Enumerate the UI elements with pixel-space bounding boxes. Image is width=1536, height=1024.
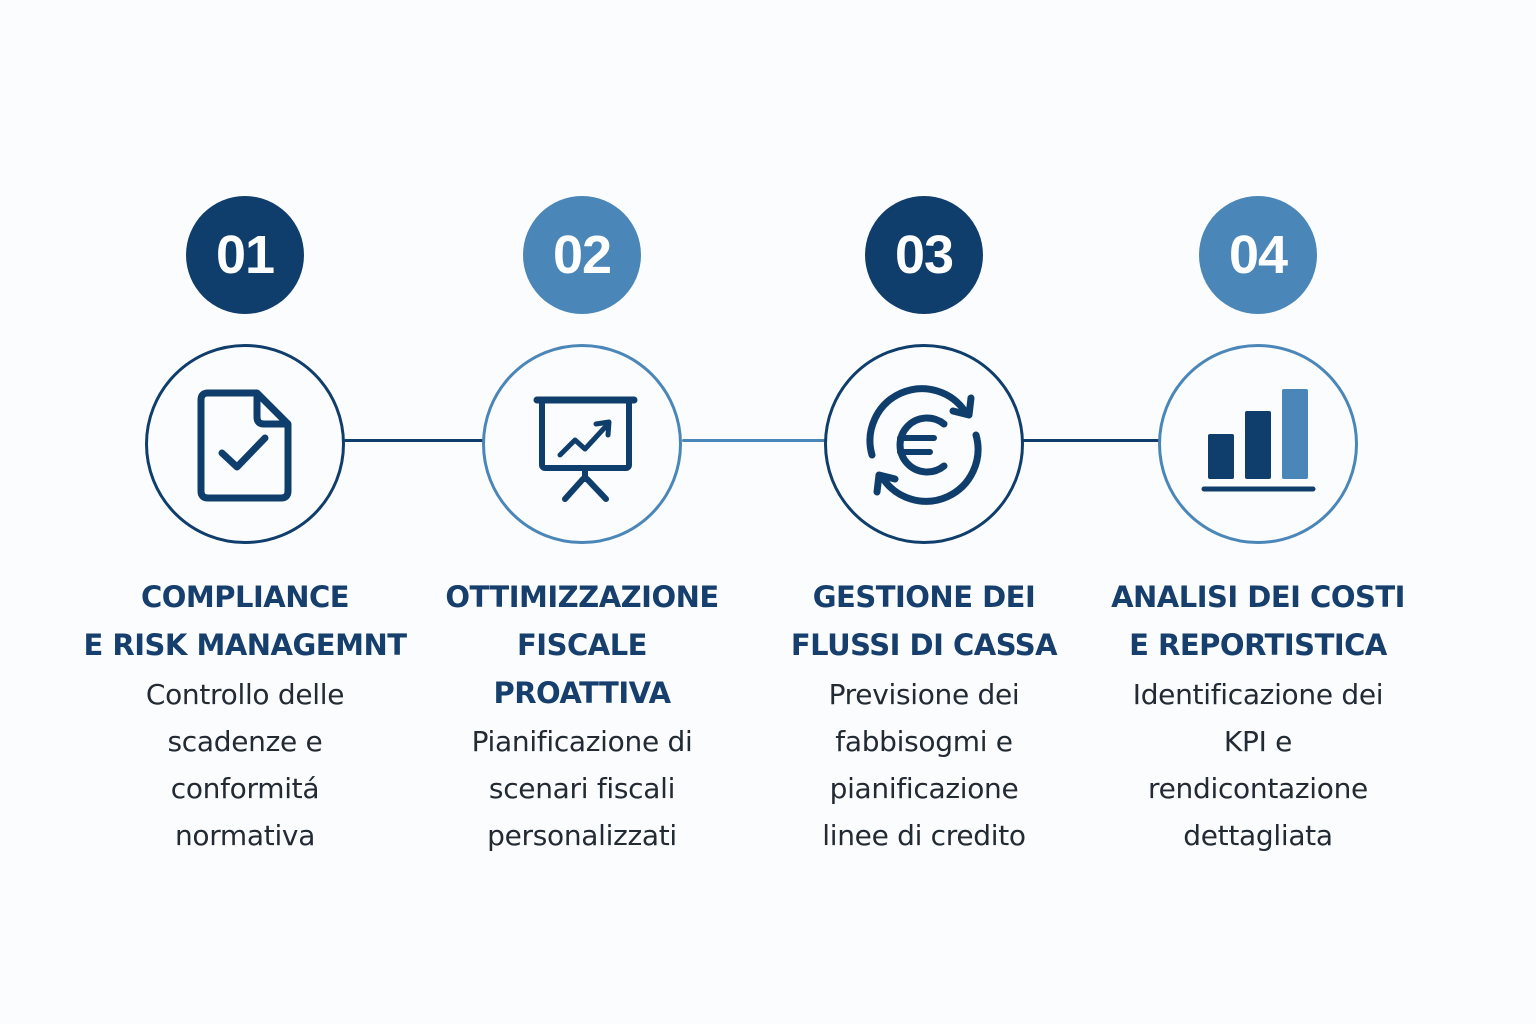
step-description-line: linee di credito [822, 819, 1026, 852]
icon-circle [1158, 344, 1358, 544]
step-description-line: Identificazione dei [1132, 678, 1384, 711]
bar-chart-icon [1201, 389, 1316, 492]
step-description-line: rendicontazione [1148, 772, 1368, 805]
connector-line-2-3 [682, 439, 826, 442]
step-number-badge: 02 [523, 196, 641, 314]
step-description-line: fabbisogmi e [835, 725, 1013, 758]
step-description-line: KPI e [1223, 725, 1293, 758]
step-description-line: scenari fiscali [488, 772, 676, 805]
presentation-chart-icon [533, 396, 638, 502]
step-description-line: conformitá [170, 772, 320, 805]
step-description-line: Pianificazione di [471, 725, 693, 758]
euro-exchange-icon [866, 385, 982, 505]
step-title: ANALISI DEI COSTI E REPORTISTICA [1058, 573, 1458, 669]
step-title-line: E REPORTISTICA [1129, 628, 1387, 662]
step-description: Controllo delle scadenze e conformitá no… [55, 671, 435, 859]
step-title: COMPLIANCE E RISK MANAGEMNT [45, 573, 445, 669]
connector-line-3-4 [1022, 439, 1160, 442]
step-title-line: COMPLIANCE [140, 580, 350, 614]
step-title-line: GESTIONE DEI [812, 580, 1036, 614]
step-description-line: dettagliata [1183, 819, 1333, 852]
document-check-icon [197, 389, 292, 502]
icon-circle [482, 344, 682, 544]
step-description: Pianificazione di scenari fiscali person… [392, 718, 772, 859]
step-number-badge: 04 [1199, 196, 1317, 314]
step-title-line: ANALISI DEI COSTI [1111, 580, 1405, 614]
step-description: Identificazione dei KPI e rendicontazion… [1068, 671, 1448, 859]
step-title-line: E RISK MANAGEMNT [83, 628, 407, 662]
connector-line-1-2 [344, 439, 486, 442]
step-title-line: PROATTIVA [493, 676, 671, 710]
step-title-line: OTTIMIZZAZIONE [445, 580, 719, 614]
icon-circle [824, 344, 1024, 544]
step-title-line: FISCALE [516, 628, 648, 662]
step-description-line: pianificazione [829, 772, 1019, 805]
step-number-badge: 03 [865, 196, 983, 314]
step-description-line: scadenze e [167, 725, 323, 758]
step-title: OTTIMIZZAZIONE FISCALE PROATTIVA [382, 573, 782, 717]
icon-circle [145, 344, 345, 544]
step-title: GESTIONE DEI FLUSSI DI CASSA [724, 573, 1124, 669]
step-description-line: Previsione dei [828, 678, 1020, 711]
step-number-badge: 01 [186, 196, 304, 314]
step-04: 04 ANALISI DEI COSTI E REPORTISTICA Iden… [1078, 196, 1438, 896]
step-description: Previsione dei fabbisogmi e pianificazio… [734, 671, 1114, 859]
step-title-line: FLUSSI DI CASSA [790, 628, 1058, 662]
step-description-line: personalizzati [487, 819, 677, 852]
step-description-line: normativa [174, 819, 316, 852]
step-01: 01 COMPLIANCE E RISK MANAGEMNT Controllo… [65, 196, 425, 896]
step-03: 03 GESTIONE DEI FLUSSI DI CASSA Previsio… [744, 196, 1104, 896]
step-description-line: Controllo delle [145, 678, 345, 711]
step-02: 02 OTTIMIZZAZIONE FISCALE PROATTIVA Pian… [402, 196, 762, 896]
